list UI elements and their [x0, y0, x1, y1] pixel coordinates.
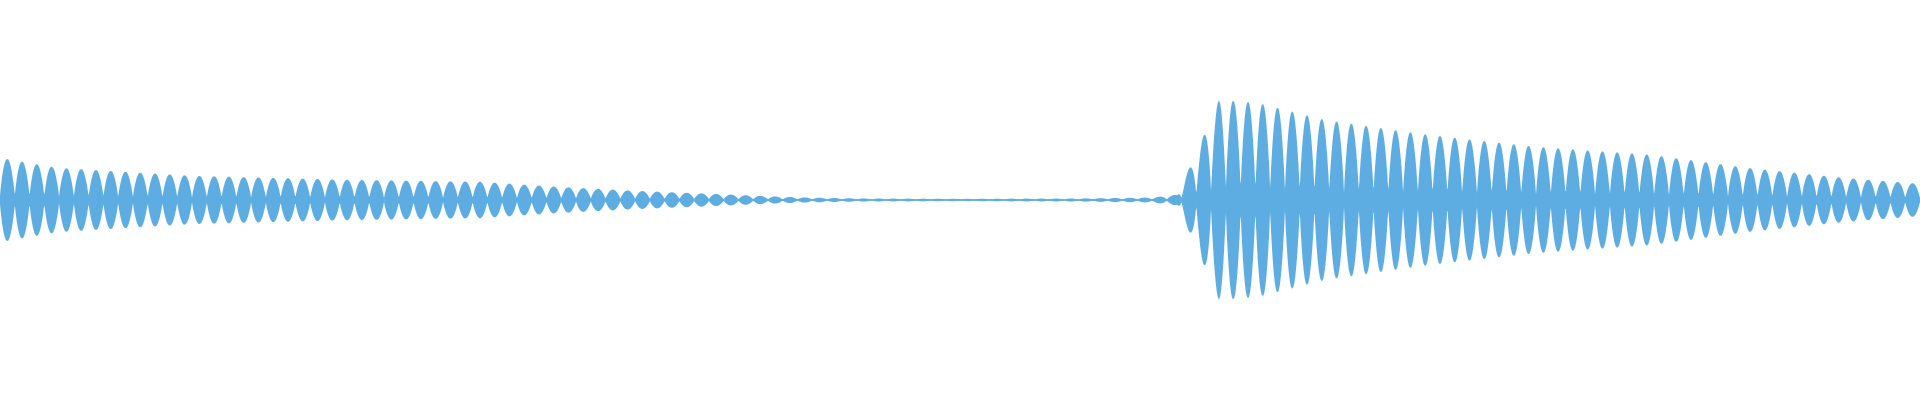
waveform-path — [0, 100, 1920, 300]
